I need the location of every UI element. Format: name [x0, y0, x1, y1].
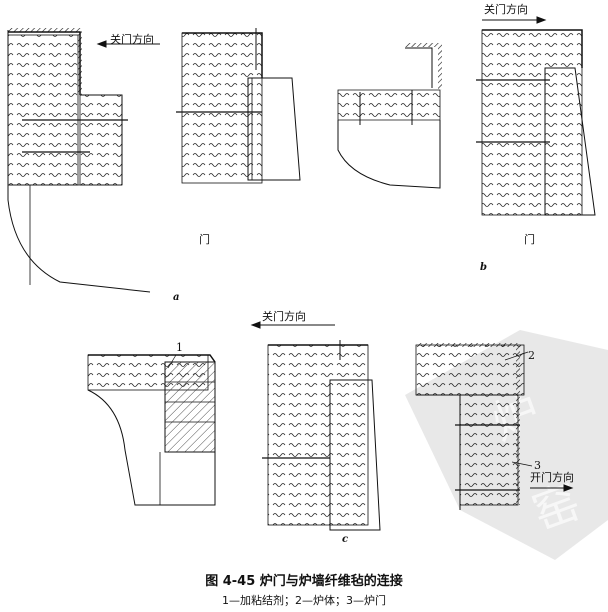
figure-legend: 1—加粘结剂；2—炉体；3—炉门: [222, 594, 386, 607]
panel-b-right: [476, 16, 596, 216]
panel-c-right: [415, 343, 574, 510]
panel-a-right: [176, 28, 301, 184]
door-label-b: 门: [524, 233, 535, 246]
callout-number-2: 2: [528, 349, 535, 362]
panel-c-left: [87, 354, 216, 506]
panel-c-middle: [250, 321, 381, 531]
open-direction-label: 开门方向: [530, 471, 574, 484]
close-direction-label-b: 关门方向: [484, 3, 528, 16]
callout-number-3: 3: [534, 459, 541, 472]
close-direction-label-c: 关门方向: [262, 310, 306, 323]
subfigure-label-a: a: [173, 292, 180, 303]
figure-caption: 图 4-45 炉门与炉墙纤维毡的连接: [205, 574, 403, 589]
panel-b-left: [337, 43, 442, 189]
callout-number-1: 1: [176, 341, 183, 354]
subfigure-label-c: c: [342, 534, 349, 545]
subfigure-label-b: b: [480, 262, 487, 273]
close-direction-label-a: 关门方向: [110, 33, 154, 46]
panel-a-left: [7, 28, 160, 293]
door-label-a: 门: [199, 233, 210, 246]
